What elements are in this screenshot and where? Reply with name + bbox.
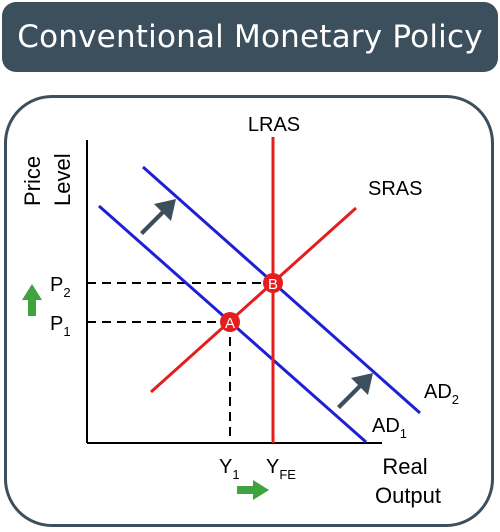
ad1-label-main: AD <box>372 415 400 437</box>
y1-label-main: Y <box>219 456 232 478</box>
point-b-marker: B <box>263 273 283 293</box>
p2-label: P2 <box>50 274 71 300</box>
point-a-label: A <box>225 315 235 332</box>
x-axis-label-line2: Output <box>375 483 441 508</box>
y-axis-label-line1: Price <box>20 156 45 206</box>
ad1-label-sub: 1 <box>400 426 407 441</box>
y-axis-label-line2: Level <box>50 153 75 206</box>
point-b-label: B <box>268 276 278 293</box>
sras-curve <box>149 206 358 394</box>
point-a-marker: A <box>220 312 240 332</box>
ad-shift-arrow-lower <box>337 373 373 409</box>
yfe-label-sub: FE <box>279 467 296 482</box>
title-bar: Conventional Monetary Policy <box>2 2 498 72</box>
ad-shift-arrow-upper <box>140 199 176 235</box>
x-axis-label-line1: Real <box>382 454 427 479</box>
ad2-label-sub: 2 <box>452 392 459 407</box>
ad2-label-main: AD <box>424 381 452 403</box>
price-increase-arrow-icon <box>22 284 42 316</box>
yfe-label-main: Y <box>266 456 279 478</box>
ad1-label: AD1 <box>372 415 407 441</box>
y1-label-sub: 1 <box>232 467 239 482</box>
p1-label-sub: 1 <box>63 324 70 339</box>
diagram-panel <box>4 95 494 527</box>
lras-label: LRAS <box>248 114 300 136</box>
p2-label-sub: 2 <box>63 285 70 300</box>
p2-label-main: P <box>50 274 63 296</box>
ad2-label: AD2 <box>424 381 459 407</box>
output-increase-arrow-icon <box>237 480 269 500</box>
y1-label: Y1 <box>219 456 240 482</box>
p1-label: P1 <box>50 313 71 339</box>
p1-label-main: P <box>50 313 63 335</box>
yfe-label: YFE <box>266 456 296 482</box>
page-title: Conventional Monetary Policy <box>17 19 483 55</box>
sras-label: SRAS <box>368 178 422 200</box>
ad2-curve <box>142 165 421 415</box>
